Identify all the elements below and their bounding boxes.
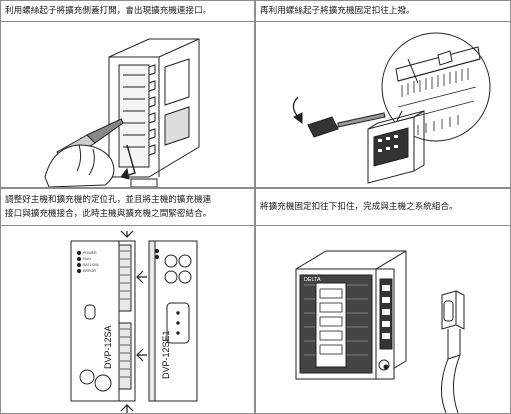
step-2-illustration [292, 32, 491, 184]
step-4-caption: 將擴充機固定扣往下扣住，完成與主機之系統組合。 [260, 202, 458, 212]
step-3-illustration: DVP-12SA DVP-12SE1 POWER RUN BAT.LOW ERR… [70, 231, 198, 413]
step-1-caption: 利用螺絲起子將擴充側蓋打開，會出現擴充機連接口。 [5, 6, 212, 16]
step-3-caption-line2: 接口與擴充機接合，此時主機與擴充機之間緊密結合。 [5, 209, 212, 219]
step-2-caption: 再利用螺絲起子將擴充機固定扣往上撥。 [260, 6, 415, 16]
step-1-cell: 利用螺絲起子將擴充側蓋打開，會出現擴充機連接口。 [0, 0, 255, 188]
ext-model-label: DVP-12SE1 [161, 330, 171, 379]
led-label: BAT.LOW [83, 263, 99, 267]
divider [1, 21, 254, 22]
step-3-cell: 調整好主機和擴充機的定位孔，並且將主機的擴充機連 接口與擴充機接合，此時主機與擴… [0, 188, 255, 414]
step-3-caption-line1: 調整好主機和擴充機的定位孔，並且將主機的擴充機連 [5, 195, 212, 205]
led-label: POWER [83, 251, 97, 255]
step-4-cell: 將擴充機固定扣往下扣住，完成與主機之系統組合。 [255, 188, 511, 414]
led-label: RUN [83, 257, 91, 261]
step-2-cell: 再利用螺絲起子將擴充機固定扣往上撥。 [255, 0, 511, 188]
divider [256, 225, 510, 226]
divider [1, 225, 254, 226]
step-1-illustration [44, 38, 200, 187]
divider [256, 21, 510, 22]
ext-brand-label: DELTA [304, 277, 321, 283]
step-4-illustration: DELTA [295, 250, 465, 413]
main-model-label: DVP-12SA [103, 325, 113, 369]
led-label: ERROR [83, 269, 96, 273]
